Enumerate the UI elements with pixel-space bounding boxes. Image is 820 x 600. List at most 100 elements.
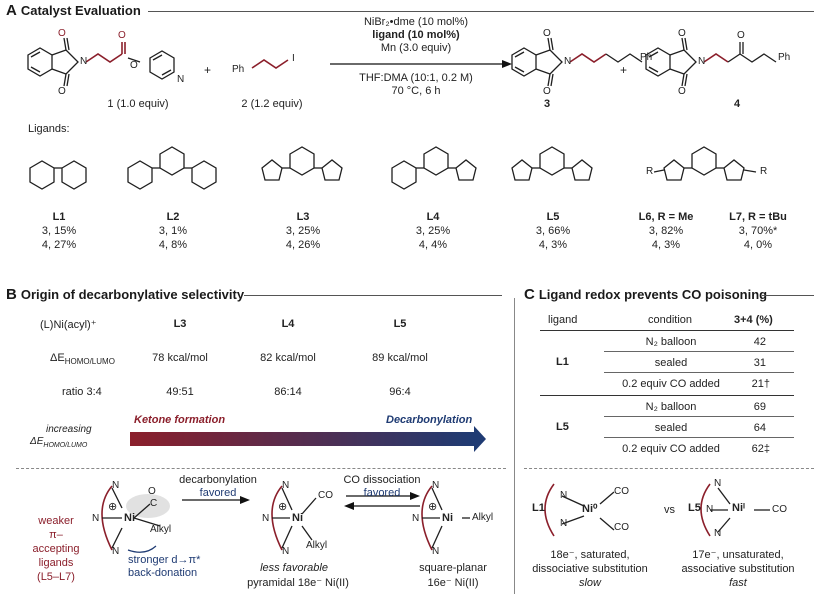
- weaker-ligands-text: weaker π–accepting ligands (L5–L7): [26, 514, 86, 584]
- mb1-n-bot: N: [112, 546, 120, 557]
- ligand-l3-yield-3: 3, 25%: [285, 225, 321, 237]
- section-divider-vertical: [514, 298, 515, 594]
- table-b-delta-label: ΔEHOMO/LUMO: [50, 352, 115, 366]
- mc-l5-line1: 17e⁻, unsaturated,: [692, 549, 784, 561]
- table-c-l1-val-1: 42: [753, 336, 766, 348]
- decarb-favored-text: decarbonylation favored: [176, 474, 260, 500]
- section-b-title: Origin of decarbonylative selectivity: [20, 287, 245, 302]
- ligand-card-l4: L4 3, 25% 4, 4%: [388, 210, 478, 252]
- ph-label-2: Ph: [232, 64, 245, 75]
- table-c-group-rule: [540, 395, 794, 396]
- r-group-right: R: [760, 166, 768, 177]
- gradient-arrowhead: [474, 426, 486, 452]
- co-dissociation-text: CO dissociation favored: [340, 474, 424, 500]
- delta-subscript: HOMO/LUMO: [64, 357, 115, 367]
- mb2-co: CO: [318, 490, 333, 501]
- table-c-header-ligand: ligand: [548, 314, 578, 326]
- ligand-l3-yield-4: 4, 26%: [285, 239, 321, 251]
- atom-o-4a: O: [678, 28, 686, 39]
- ligand-card-l3: L3 3, 25% 4, 26%: [258, 210, 348, 252]
- ligand-card-l1: L1 3, 15% 4, 27%: [14, 210, 104, 252]
- table-b-col-l4: L4: [281, 318, 295, 330]
- section-c-rule: [762, 295, 814, 296]
- ligand-l1-yield-4: 4, 27%: [41, 239, 77, 251]
- ketone-formation-label: Ketone formation: [134, 414, 226, 426]
- backdon-text: back-donation: [128, 567, 198, 579]
- mc-l5-n-mid: N: [706, 504, 714, 515]
- mc-l5-description: 17e⁻, unsaturated, associative substitut…: [668, 548, 808, 590]
- atom-o-3b: O: [543, 86, 551, 97]
- section-b-divider: [16, 468, 506, 469]
- table-b-ratio-l4: 86:14: [274, 386, 302, 398]
- table-c-l1-cond-3: 0.2 equiv CO added: [622, 378, 720, 390]
- mc-l1-co-bot: CO: [614, 522, 629, 533]
- mb2-n-top: N: [282, 480, 290, 491]
- mb2-n-bot: N: [282, 546, 290, 557]
- condition-mn: Mn (3.0 equiv): [380, 42, 452, 54]
- mc-l5-ni: Niᴵ: [732, 502, 745, 514]
- table-c-l1-rule-1: [604, 351, 794, 352]
- ph-label-4: Ph: [778, 52, 791, 63]
- table-c-l1-rule-2: [604, 372, 794, 373]
- delta-symbol: ΔE: [50, 352, 65, 364]
- ligand-range: (L5–L7): [37, 571, 75, 583]
- ligand-l4-yield-4: 4, 4%: [418, 239, 448, 251]
- pi-accepting-word: π–accepting: [32, 529, 80, 555]
- mb1-c: C: [150, 498, 158, 509]
- table-c-l5-val-1: 69: [753, 401, 766, 413]
- section-b-rule: [244, 295, 502, 296]
- increasing-label: increasing ΔEHOMO/LUMO: [30, 424, 92, 452]
- atom-o-3a: O: [543, 28, 551, 39]
- ligands-word: ligands: [38, 557, 74, 569]
- condition-solvent: THF:DMA (10:1, 0.2 M): [359, 72, 473, 84]
- table-c-l5-rule-1: [604, 416, 794, 417]
- reaction-conditions-bottom: THF:DMA (10:1, 0.2 M) 70 °C, 6 h: [330, 72, 502, 98]
- section-a-rule: [148, 11, 814, 12]
- mc-l5-label: L5: [688, 502, 701, 514]
- reaction-scheme-graphic: [27, 37, 777, 87]
- mc-l5-co: CO: [772, 504, 787, 515]
- mb1-n-mid: N: [92, 513, 100, 524]
- atom-o-1b: O: [58, 86, 66, 97]
- mb2-ni: Ni: [292, 512, 303, 524]
- table-b-delta-l5: 89 kcal/mol: [372, 352, 428, 364]
- table-c-ligand-l1: L1: [556, 356, 569, 368]
- mc-l1-n-bot: N: [560, 518, 568, 529]
- table-c-l1-val-3: 21†: [751, 378, 770, 390]
- table-b-delta-l3: 78 kcal/mol: [152, 352, 208, 364]
- mb3-plus-icon: ⊕: [428, 501, 438, 513]
- pyramidal-text: pyramidal 18e⁻ Ni(II): [247, 577, 349, 589]
- co-diss-word: CO dissociation: [343, 474, 421, 486]
- atom-n-3: N: [564, 56, 572, 67]
- table-c-l5-val-3: 62‡: [751, 443, 770, 455]
- increasing-sub: HOMO/LUMO: [43, 442, 88, 449]
- section-c-divider: [524, 468, 814, 469]
- table-b-ratio-l5: 96:4: [389, 386, 411, 398]
- mc-l5-line2: associative substitution: [681, 563, 795, 575]
- decarb-favored-word: favored: [199, 487, 237, 499]
- section-a-letter: A: [6, 2, 17, 19]
- mb3-ni: Ni: [442, 512, 453, 524]
- ligands-label: Ligands:: [28, 123, 70, 135]
- ligand-name-l2: L2: [166, 211, 180, 223]
- ligand-l5-yield-4: 4, 3%: [538, 239, 568, 251]
- mc-l5-line3: fast: [729, 577, 747, 589]
- atom-n-4: N: [698, 56, 706, 67]
- reaction-conditions-top: NiBr₂•dme (10 mol%) ligand (10 mol%) Mn …: [330, 16, 502, 55]
- table-b-col-l3: L3: [173, 318, 187, 330]
- mc-l5-n-bot: N: [714, 528, 722, 539]
- r-group-left: R: [646, 166, 654, 177]
- ligand-card-l6: L6, R = Me 3, 82% 4, 3%: [626, 210, 706, 252]
- table-c-header-condition: condition: [647, 314, 693, 326]
- mb1-ni: Ni: [124, 512, 135, 524]
- atom-o-4b: O: [678, 86, 686, 97]
- square-planar-text: square-planar: [419, 562, 487, 574]
- product-4-label: 4: [734, 98, 741, 110]
- less-favorable-text: less favorable: [260, 562, 328, 574]
- mb1-o: O: [148, 486, 156, 497]
- mb3-n-bot: N: [432, 546, 440, 557]
- mc-l1-line1: 18e⁻, saturated,: [550, 549, 630, 561]
